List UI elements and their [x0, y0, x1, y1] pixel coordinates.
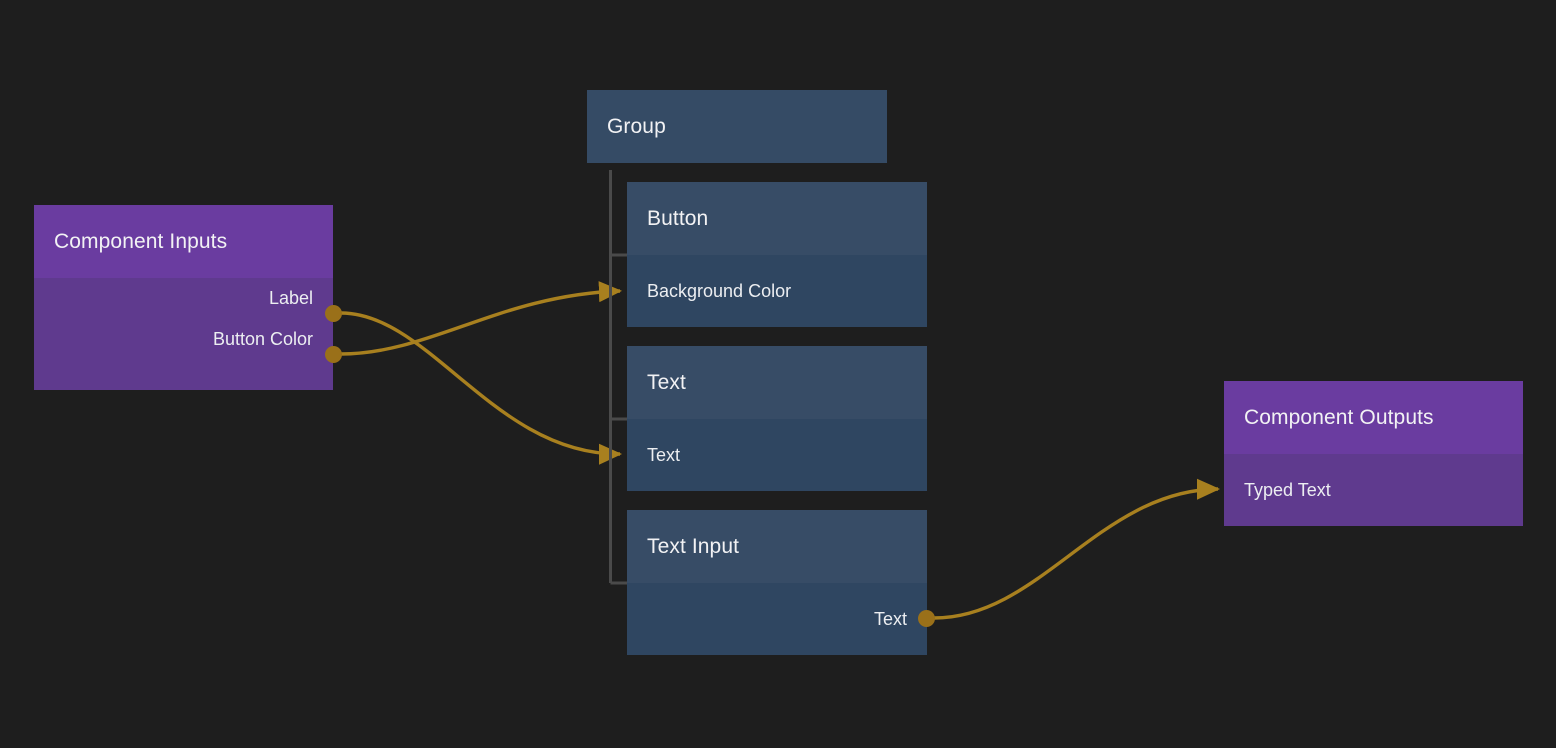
node-button-header: Button [627, 182, 927, 255]
port-row-label[interactable]: Label [34, 278, 333, 319]
node-component-inputs-title: Component Inputs [54, 229, 228, 253]
port-label-text-output: Text [873, 608, 907, 629]
node-group[interactable]: Group [587, 90, 887, 163]
edge-button-color-to-background-color [340, 281, 623, 356]
port-label-text: Text [647, 444, 681, 465]
port-dot-label-output[interactable] [324, 304, 342, 322]
edge-typed-text-to-component-outputs [933, 478, 1221, 620]
port-row-typed-text[interactable]: Typed Text [1224, 454, 1523, 526]
node-button-title: Button [647, 206, 709, 230]
node-text[interactable]: Text Text [627, 346, 927, 491]
node-group-header: Group [587, 90, 887, 163]
node-group-title: Group [607, 114, 666, 138]
port-label-label: Label [268, 288, 313, 308]
edge-label-to-text [340, 311, 623, 465]
port-dot-button-color-output[interactable] [324, 345, 342, 363]
node-text-title: Text [647, 370, 686, 394]
node-component-outputs-header: Component Outputs [1224, 381, 1523, 454]
node-text-body: Text [627, 419, 927, 491]
node-component-outputs[interactable]: Component Outputs Typed Text [1224, 381, 1523, 526]
port-row-text-output[interactable]: Text [627, 583, 927, 655]
node-text-input[interactable]: Text Input Text [627, 510, 927, 655]
port-dot-text-output[interactable] [917, 609, 935, 627]
port-row-background-color[interactable]: Background Color [627, 255, 927, 327]
node-button[interactable]: Button Background Color [627, 182, 927, 327]
port-label-typed-text: Typed Text [1244, 479, 1331, 500]
node-component-outputs-body: Typed Text [1224, 454, 1523, 526]
node-component-inputs-header: Component Inputs [34, 205, 333, 278]
node-component-inputs-body: Label Button Color [34, 278, 333, 390]
port-label-button-color: Button Color [212, 329, 313, 349]
port-row-button-color[interactable]: Button Color [34, 319, 333, 360]
port-row-text-input-port[interactable]: Text [627, 419, 927, 491]
node-component-outputs-title: Component Outputs [1244, 405, 1434, 429]
node-text-input-title: Text Input [647, 534, 740, 558]
port-label-background-color: Background Color [647, 280, 792, 301]
node-component-inputs[interactable]: Component Inputs Label Button Color [34, 205, 333, 390]
group-tree-spine [609, 170, 627, 585]
node-button-body: Background Color [627, 255, 927, 327]
node-text-header: Text [627, 346, 927, 419]
node-text-input-body: Text [627, 583, 927, 655]
node-text-input-header: Text Input [627, 510, 927, 583]
